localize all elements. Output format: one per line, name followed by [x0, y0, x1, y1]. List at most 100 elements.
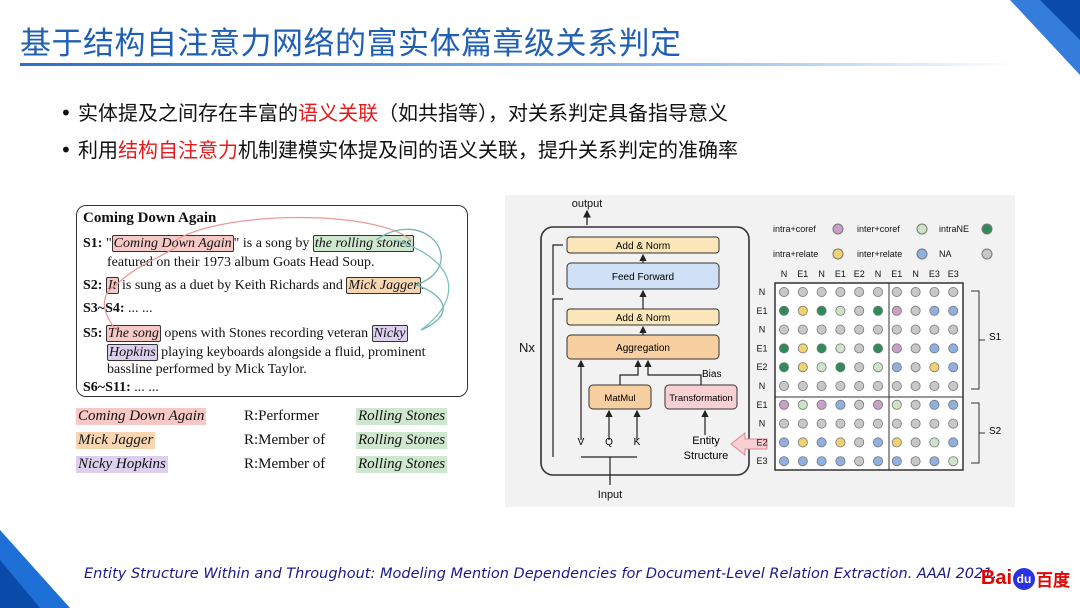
matrix-row-label: N [759, 419, 766, 429]
matrix-dot [891, 399, 902, 410]
triple-relation: R:Member of [244, 432, 326, 448]
bullet-highlight: 语义关联 [298, 101, 378, 125]
matrix-dot [778, 380, 789, 391]
matrix-col-label: E1 [797, 269, 808, 279]
matrix-dot [910, 418, 921, 429]
matrix-dot [929, 287, 940, 298]
matrix-dot [929, 324, 940, 335]
bullet-dot: • [60, 101, 72, 125]
matrix-dot [854, 418, 865, 429]
matrix-dot [929, 305, 940, 316]
sentence-s3-s4: S3~S4: ... ... [83, 301, 153, 317]
matrix-dot [854, 362, 865, 373]
matrix-dot [891, 418, 902, 429]
matrix-dot [891, 343, 902, 354]
matrix-dot [948, 362, 959, 373]
triple-row: S:Mick Jagger R:Member of O:Rolling Ston… [76, 432, 476, 456]
matrix-dot [891, 437, 902, 448]
matrix-dot [778, 362, 789, 373]
matrix-dot [797, 399, 808, 410]
bullet-text: 利用 [78, 138, 118, 162]
matrix-row-label: E2 [756, 437, 767, 447]
flow-arrows [552, 244, 702, 485]
title-underline [20, 63, 1020, 66]
matrix-dot [797, 437, 808, 448]
legend-label: intra+coref [773, 224, 816, 234]
matrix-dot [835, 362, 846, 373]
bullet-text: 机制建模实体提及间的语义关联，提升关系判定的准确率 [238, 138, 738, 162]
paw-icon: du [1013, 567, 1035, 590]
bullet-item: •实体提及之间存在丰富的语义关联（如共指等），对关系判定具备指导意义 [60, 95, 738, 132]
nx-label: Nx [519, 340, 535, 355]
logo-text: 百度 [1036, 571, 1070, 591]
matrix-dot [854, 380, 865, 391]
matrix-dot [948, 399, 959, 410]
matrix-dot [778, 418, 789, 429]
group-label-s2: S2 [989, 426, 1002, 437]
matrix-dot [835, 399, 846, 410]
q-label: Q [605, 437, 613, 448]
matrix-dot [872, 456, 883, 467]
matrix-dot [816, 343, 827, 354]
matrix-col-label: N [912, 269, 919, 279]
matrix-dot [948, 437, 959, 448]
model-diagram: output Input Nx Add & Norm Feed Forward … [519, 198, 1002, 501]
matrix-dot [797, 456, 808, 467]
matrix-row-label: E1 [756, 343, 767, 353]
matrix-dot [835, 456, 846, 467]
matrix-dot [816, 305, 827, 316]
triple-relation: R:Member of [244, 456, 326, 472]
matrix-dot [891, 380, 902, 391]
matrix-dot [910, 362, 921, 373]
matrix-dot [854, 324, 865, 335]
structure-label: Structure [684, 450, 729, 462]
matrix-dot [872, 418, 883, 429]
matrix-row-label: E3 [756, 456, 767, 466]
matrix-dot [891, 305, 902, 316]
sentence-text: opens with Stones recording veteran [160, 326, 372, 341]
matrix-dot [929, 380, 940, 391]
matrix-dot [778, 456, 789, 467]
matrix-dot [872, 305, 883, 316]
matrix-col-label: E2 [854, 269, 865, 279]
legend-label: inter+relate [857, 249, 902, 259]
sentence-text: playing keyboards alongside a fluid, pro… [157, 345, 426, 360]
legend-label: intra+relate [773, 249, 818, 259]
matrix-dot [816, 456, 827, 467]
v-label: V [578, 437, 585, 448]
k-label: K [634, 437, 641, 448]
matrix-dot [778, 343, 789, 354]
matrix-dot [872, 380, 883, 391]
sentence-text: . [420, 278, 425, 293]
matrix-row-label: E1 [756, 306, 767, 316]
example-document: Coming Down Again S1: "Coming Down Again… [76, 205, 468, 397]
mention: the rolling stones [312, 235, 414, 252]
sentence-s5-cont: Hopkins playing keyboards alongside a fl… [107, 344, 426, 361]
bullet-text: 实体提及之间存在丰富的 [78, 101, 298, 125]
sentence-text: ... ... [124, 301, 153, 316]
group-brace-s1 [971, 290, 985, 390]
legend-label: inter+coref [857, 224, 900, 234]
legend-label: NA [939, 249, 952, 259]
matrix-dot [854, 287, 865, 298]
matrix-col-label: E1 [835, 269, 846, 279]
object-text: Rolling Stones [356, 456, 448, 473]
sentence-text: " is a song by [233, 236, 313, 251]
legend: intra+coref inter+coref intraNE intra+re… [773, 223, 993, 260]
matrix-dot [929, 343, 940, 354]
matrix-dot [854, 399, 865, 410]
matrix-row-label: N [759, 381, 766, 391]
matrix-dot [816, 324, 827, 335]
sentence-s6-s11: S6~S11: ... ... [83, 380, 159, 396]
matrix-dot [816, 418, 827, 429]
matrix-col-label: E3 [929, 269, 940, 279]
matrix-dot [910, 456, 921, 467]
matrix-row-label: E1 [756, 400, 767, 410]
output-label: output [572, 198, 603, 210]
matrix-col-label: E3 [948, 269, 959, 279]
matrix-col-label: E1 [891, 269, 902, 279]
relation-triples: S:Coming Down Again R:Performer O:Rollin… [76, 408, 476, 480]
matrix-col-label: N [781, 269, 788, 279]
matrix-dot [929, 418, 940, 429]
